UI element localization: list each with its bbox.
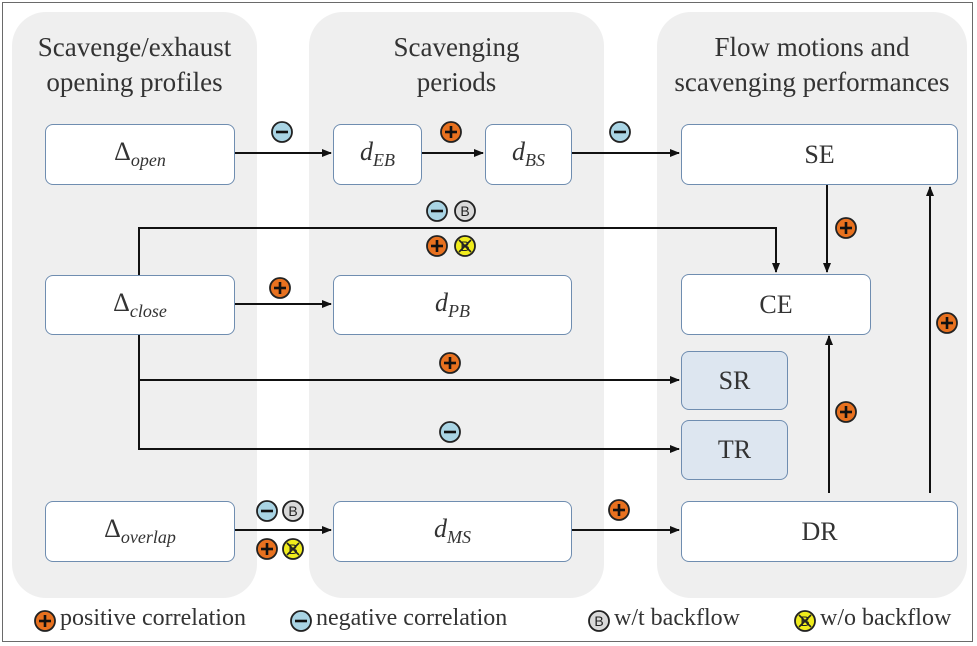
node-delta-open: Δopen xyxy=(45,124,235,185)
node-delta-close: Δclose xyxy=(45,275,235,335)
arrow-close-to-tr xyxy=(138,380,680,453)
node-ce: CE xyxy=(681,274,871,335)
node-d-eb: dEB xyxy=(333,124,422,185)
node-d-ms: dMS xyxy=(333,501,572,562)
column-title-flow-motions: Flow motions and scavenging performances xyxy=(674,32,950,97)
node-d-pb: dPB xyxy=(333,275,572,335)
node-tr: TR xyxy=(681,420,788,480)
legend-negative: negative correlation xyxy=(316,605,508,631)
column-title-opening-profiles: Scavenge/exhaust opening profiles xyxy=(37,32,232,97)
node-se: SE xyxy=(681,124,958,185)
node-d-bs: dBS xyxy=(485,124,572,185)
legend-with-backflow: w/t backflow xyxy=(614,605,740,631)
arrow-close-to-ce xyxy=(138,227,780,275)
column-title-scavenging-periods: Scavenging periods xyxy=(393,32,520,97)
node-sr: SR xyxy=(681,351,788,410)
arrow-close-to-sr xyxy=(138,333,680,384)
node-dr: DR xyxy=(681,501,958,562)
legend-positive: positive correlation xyxy=(60,605,246,631)
node-delta-overlap: Δoverlap xyxy=(45,501,235,562)
legend-without-backflow: w/o backflow xyxy=(820,605,952,631)
